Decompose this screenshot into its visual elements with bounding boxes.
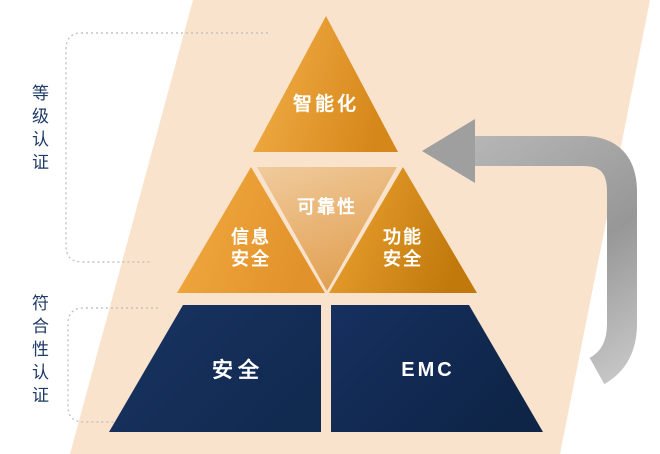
triangle-info-security-label-line1: 信息 (231, 226, 271, 247)
side-label-conformity-certification: 符合性认证 (29, 294, 48, 409)
upper-group-dotted-bracket (65, 32, 268, 263)
triangle-info-security-label-line2: 安全 (231, 248, 271, 269)
triangle-info-security (177, 167, 325, 293)
triangle-functional-safety-label-line2: 安全 (383, 248, 423, 269)
lower-group-dotted-bracket (67, 307, 158, 423)
trapezoid-emc-label: EMC (401, 359, 454, 381)
triangle-intelligence-label: 智能化 (293, 92, 359, 115)
side-label-level-certification: 等级认证 (29, 84, 48, 176)
triangle-functional-safety (329, 167, 477, 293)
trapezoid-safety-label: 安全 (212, 358, 264, 382)
triangle-functional-safety-label-line1: 功能 (383, 226, 423, 247)
triangle-intelligence (253, 16, 398, 152)
triangle-reliability (257, 167, 397, 291)
curved-arrow-head (422, 119, 475, 183)
trapezoid-emc (331, 305, 543, 432)
triangle-reliability-label: 可靠性 (297, 196, 357, 217)
trapezoid-safety (109, 305, 321, 432)
curved-arrow-tail (468, 136, 637, 385)
curved-arrow-icon (422, 119, 637, 385)
